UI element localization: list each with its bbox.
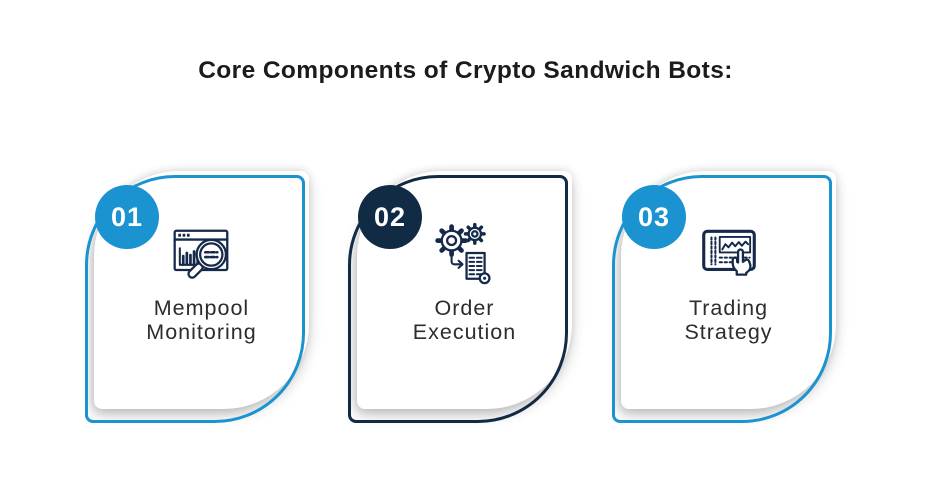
card-label-line: Strategy xyxy=(684,320,773,344)
card-label-line: Execution xyxy=(412,320,517,344)
card-label-line: Monitoring xyxy=(146,320,257,344)
card-label: Order Execution xyxy=(413,296,516,344)
card-mempool-monitoring: Mempool Monitoring 01 xyxy=(85,171,309,423)
card-trading-strategy: Trading Strategy 03 xyxy=(612,171,836,423)
badge-number: 01 xyxy=(95,185,159,249)
page-title: Core Components of Crypto Sandwich Bots: xyxy=(198,57,733,84)
badge-number: 02 xyxy=(358,185,422,249)
card-label-line: Order xyxy=(434,296,495,320)
card-label-line: Mempool xyxy=(153,296,250,320)
badge-number: 03 xyxy=(622,185,686,249)
monitor-chart-hand-icon xyxy=(696,221,762,287)
card-label: Mempool Monitoring xyxy=(146,296,256,344)
card-label-line: Trading xyxy=(688,296,769,320)
gears-document-icon xyxy=(432,221,498,287)
card-label: Trading Strategy xyxy=(684,296,772,344)
card-order-execution: Order Execution 02 xyxy=(348,171,572,423)
browser-magnifier-icon xyxy=(169,221,235,287)
